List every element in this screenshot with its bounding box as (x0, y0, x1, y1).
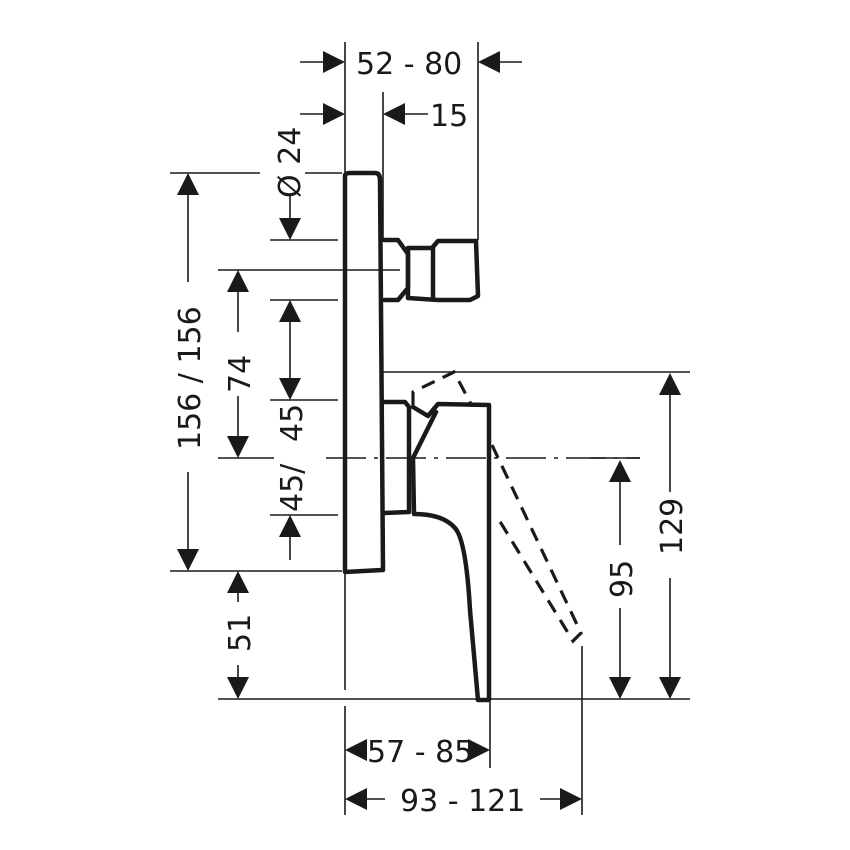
dim-93-121: 93 - 121 (400, 784, 525, 819)
handle-lever (410, 401, 492, 703)
dim-156: 156 / 156 (173, 306, 208, 450)
wall-plate (342, 170, 386, 575)
outlet-body (405, 238, 481, 303)
dim-95: 95 (605, 560, 640, 598)
dim-15: 15 (430, 99, 468, 134)
handle-collar (381, 399, 412, 516)
dim-diameter-24: Ø 24 (273, 127, 308, 198)
dim-45-lower: 45/ (275, 463, 310, 512)
dim-74: 74 (223, 355, 258, 393)
dim-57-85: 57 - 85 (367, 735, 473, 770)
handle-open-position (411, 369, 474, 407)
dim-51: 51 (223, 614, 258, 652)
dim-129: 129 (655, 498, 690, 555)
dim-45-upper: 45 (275, 404, 310, 442)
dim-52-80: 52 - 80 (356, 47, 462, 82)
